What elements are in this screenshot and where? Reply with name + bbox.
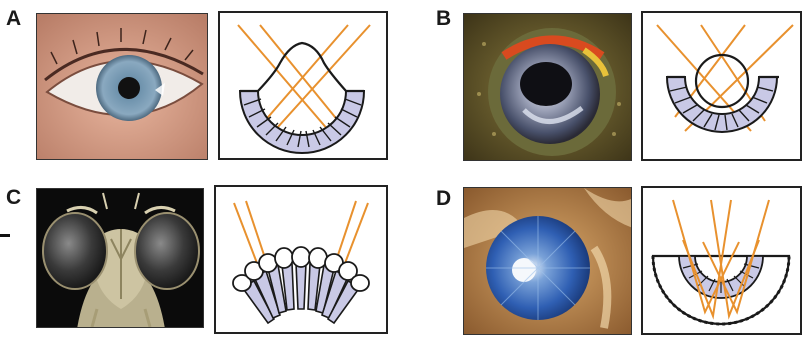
panel-label-d: D [436,188,451,209]
concave-mirror-eye-diagram [641,186,802,335]
fish-eye-photo [463,13,632,161]
panel-label-c: C [6,187,21,208]
fly-compound-eye-photo [36,188,204,328]
apposition-compound-eye-diagram [214,185,388,334]
divider-dash [0,234,10,237]
human-eye-photo [36,13,208,160]
camera-type-eye-diagram [218,11,388,160]
scallop-eye-photo [463,187,632,335]
panel-label-b: B [436,8,451,29]
spherical-lens-eye-diagram [641,11,802,161]
retina [667,77,777,132]
panel-label-a: A [6,8,21,29]
